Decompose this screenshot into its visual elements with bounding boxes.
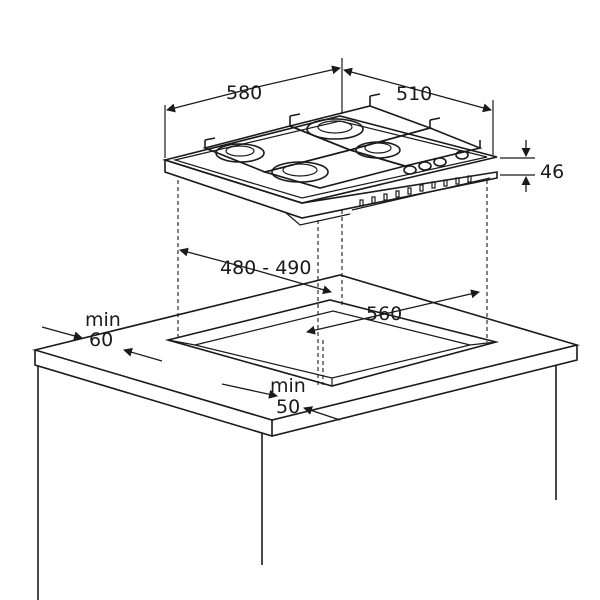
counter-top (31, 274, 581, 421)
burner-front-left (271, 161, 329, 183)
knob-2 (418, 161, 432, 171)
hob (162, 93, 498, 226)
cutout-inner-wall (194, 310, 471, 379)
dimension-hob-depth: 510 (343, 67, 494, 155)
knob-1 (403, 165, 417, 175)
dim-hob-height-text: 46 (540, 161, 564, 183)
dim-cutout-width-text: 480 - 490 (220, 257, 311, 279)
knob-3 (433, 157, 447, 167)
dim-cutout-depth-text: 560 (366, 303, 402, 325)
knob-4 (455, 150, 469, 160)
hob-top-plate (162, 115, 498, 204)
cabinet (31, 274, 581, 600)
dim-min-side-label: min (85, 309, 121, 331)
projection-lines (177, 180, 488, 385)
dim-hob-width-text: 580 (226, 82, 262, 104)
burner-rear-right (306, 118, 364, 140)
control-knobs (403, 150, 469, 175)
dim-min-front-label: min (270, 375, 306, 397)
cutout-opening (164, 299, 500, 387)
burner-rear-left (215, 143, 265, 163)
dimension-cutout-width: 480 - 490 (179, 247, 332, 295)
dimension-hob-height: 46 (500, 140, 564, 192)
dimension-min-front: min 50 (221, 375, 341, 421)
dimension-hob-width: 580 (164, 58, 343, 158)
cutout (164, 299, 500, 387)
counter-front-edge (34, 345, 578, 437)
burner-front-right (355, 141, 401, 159)
dim-min-front-value: 50 (276, 396, 300, 418)
dimension-min-side: min 60 (41, 309, 163, 362)
dim-min-side-value: 60 (89, 329, 113, 351)
dimension-cutout-depth: 560 (306, 289, 480, 335)
dim-hob-depth-text: 510 (396, 83, 432, 105)
